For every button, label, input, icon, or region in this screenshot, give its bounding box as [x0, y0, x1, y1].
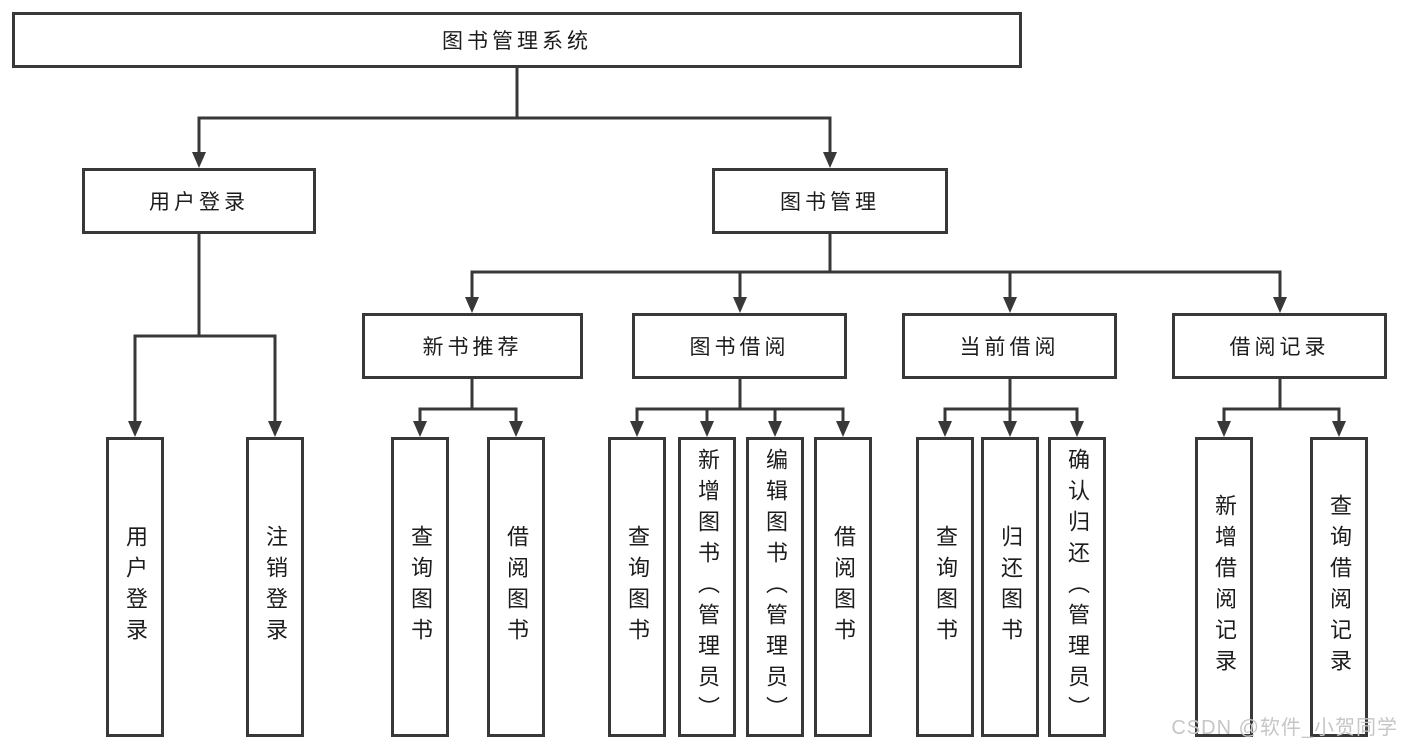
leaf-return-books: 归还图书 [981, 437, 1039, 737]
node-label: 新书推荐 [422, 336, 523, 359]
node-current-borrowing: 当前借阅 [902, 313, 1117, 379]
leaf-label: 新增图书（管理员） [695, 447, 720, 727]
node-label: 当前借阅 [959, 336, 1060, 359]
leaf-borrow-books: 借阅图书 [814, 437, 872, 737]
arrow-down-icon [1332, 421, 1346, 437]
arrow-down-icon [268, 421, 282, 437]
leaf-query-books: 查询图书 [916, 437, 974, 737]
arrow-down-icon [733, 297, 747, 313]
connector-root-to-level2 [197, 66, 832, 158]
arrow-down-icon [1070, 421, 1084, 437]
arrow-down-icon [1003, 297, 1017, 313]
leaf-logout: 注销登录 [246, 437, 304, 737]
leaf-label: 查询图书 [933, 525, 958, 649]
arrow-down-icon [1003, 421, 1017, 437]
leaf-add-books-admin: 新增图书（管理员） [678, 437, 736, 737]
leaf-label: 注销登录 [263, 525, 288, 649]
leaf-query-books: 查询图书 [608, 437, 666, 737]
node-user-login: 用户登录 [82, 168, 316, 234]
node-label: 图书借阅 [689, 336, 790, 359]
arrow-down-icon [700, 421, 714, 437]
leaf-confirm-return-admin: 确认归还（管理员） [1048, 437, 1106, 737]
node-borrowing-records: 借阅记录 [1172, 313, 1387, 379]
arrow-down-icon [192, 152, 206, 168]
leaf-label: 用户登录 [123, 525, 148, 649]
node-book-management: 图书管理 [712, 168, 948, 234]
arrowheads-level2 [192, 152, 837, 168]
arrow-down-icon [768, 421, 782, 437]
leaf-label: 编辑图书（管理员） [763, 447, 788, 727]
arrow-down-icon [823, 152, 837, 168]
leaf-add-borrow-record: 新增借阅记录 [1195, 437, 1253, 737]
arrow-down-icon [630, 421, 644, 437]
leaf-query-borrow-record: 查询借阅记录 [1310, 437, 1368, 737]
arrow-down-icon [465, 297, 479, 313]
connector-current-borrow-children [943, 377, 1079, 427]
arrowheads-current-borrow [938, 421, 1084, 437]
node-book-borrowing: 图书借阅 [632, 313, 847, 379]
arrow-down-icon [938, 421, 952, 437]
node-label: 借阅记录 [1229, 336, 1330, 359]
arrow-down-icon [413, 421, 427, 437]
connector-book-borrow-children [635, 377, 845, 427]
leaf-label: 确认归还（管理员） [1065, 447, 1090, 727]
connector-book-management-sections [470, 232, 1282, 303]
csdn-watermark: CSDN @软件_小贺同学 [1171, 717, 1398, 739]
connector-borrow-records-children [1222, 377, 1341, 427]
connector-new-book-rec-children [418, 377, 518, 427]
arrowheads-new-book-rec [413, 421, 523, 437]
node-label: 图书管理 [780, 191, 880, 214]
arrow-down-icon [128, 421, 142, 437]
node-label: 图书管理系统 [442, 30, 592, 53]
leaf-label: 新增借阅记录 [1212, 494, 1237, 680]
node-label: 用户登录 [149, 191, 249, 214]
arrow-down-icon [1273, 297, 1287, 313]
leaf-user-login: 用户登录 [106, 437, 164, 737]
arrow-down-icon [509, 421, 523, 437]
leaf-label: 借阅图书 [831, 525, 856, 649]
connector-user-login-children [133, 232, 277, 427]
leaf-label: 借阅图书 [504, 525, 529, 649]
leaf-edit-books-admin: 编辑图书（管理员） [746, 437, 804, 737]
leaf-borrow-books: 借阅图书 [487, 437, 545, 737]
arrowheads-user-login [128, 421, 282, 437]
arrowheads-borrow-records [1217, 421, 1346, 437]
leaf-label: 查询图书 [408, 525, 433, 649]
arrow-down-icon [1217, 421, 1231, 437]
leaf-query-books: 查询图书 [391, 437, 449, 737]
leaf-label: 查询图书 [625, 525, 650, 649]
leaf-label: 查询借阅记录 [1327, 494, 1352, 680]
node-library-management-system: 图书管理系统 [12, 12, 1022, 68]
arrow-down-icon [836, 421, 850, 437]
arrowheads-book-borrow [630, 421, 850, 437]
leaf-label: 归还图书 [998, 525, 1023, 649]
arrowheads-level3 [465, 297, 1287, 313]
node-new-book-recommendation: 新书推荐 [362, 313, 583, 379]
